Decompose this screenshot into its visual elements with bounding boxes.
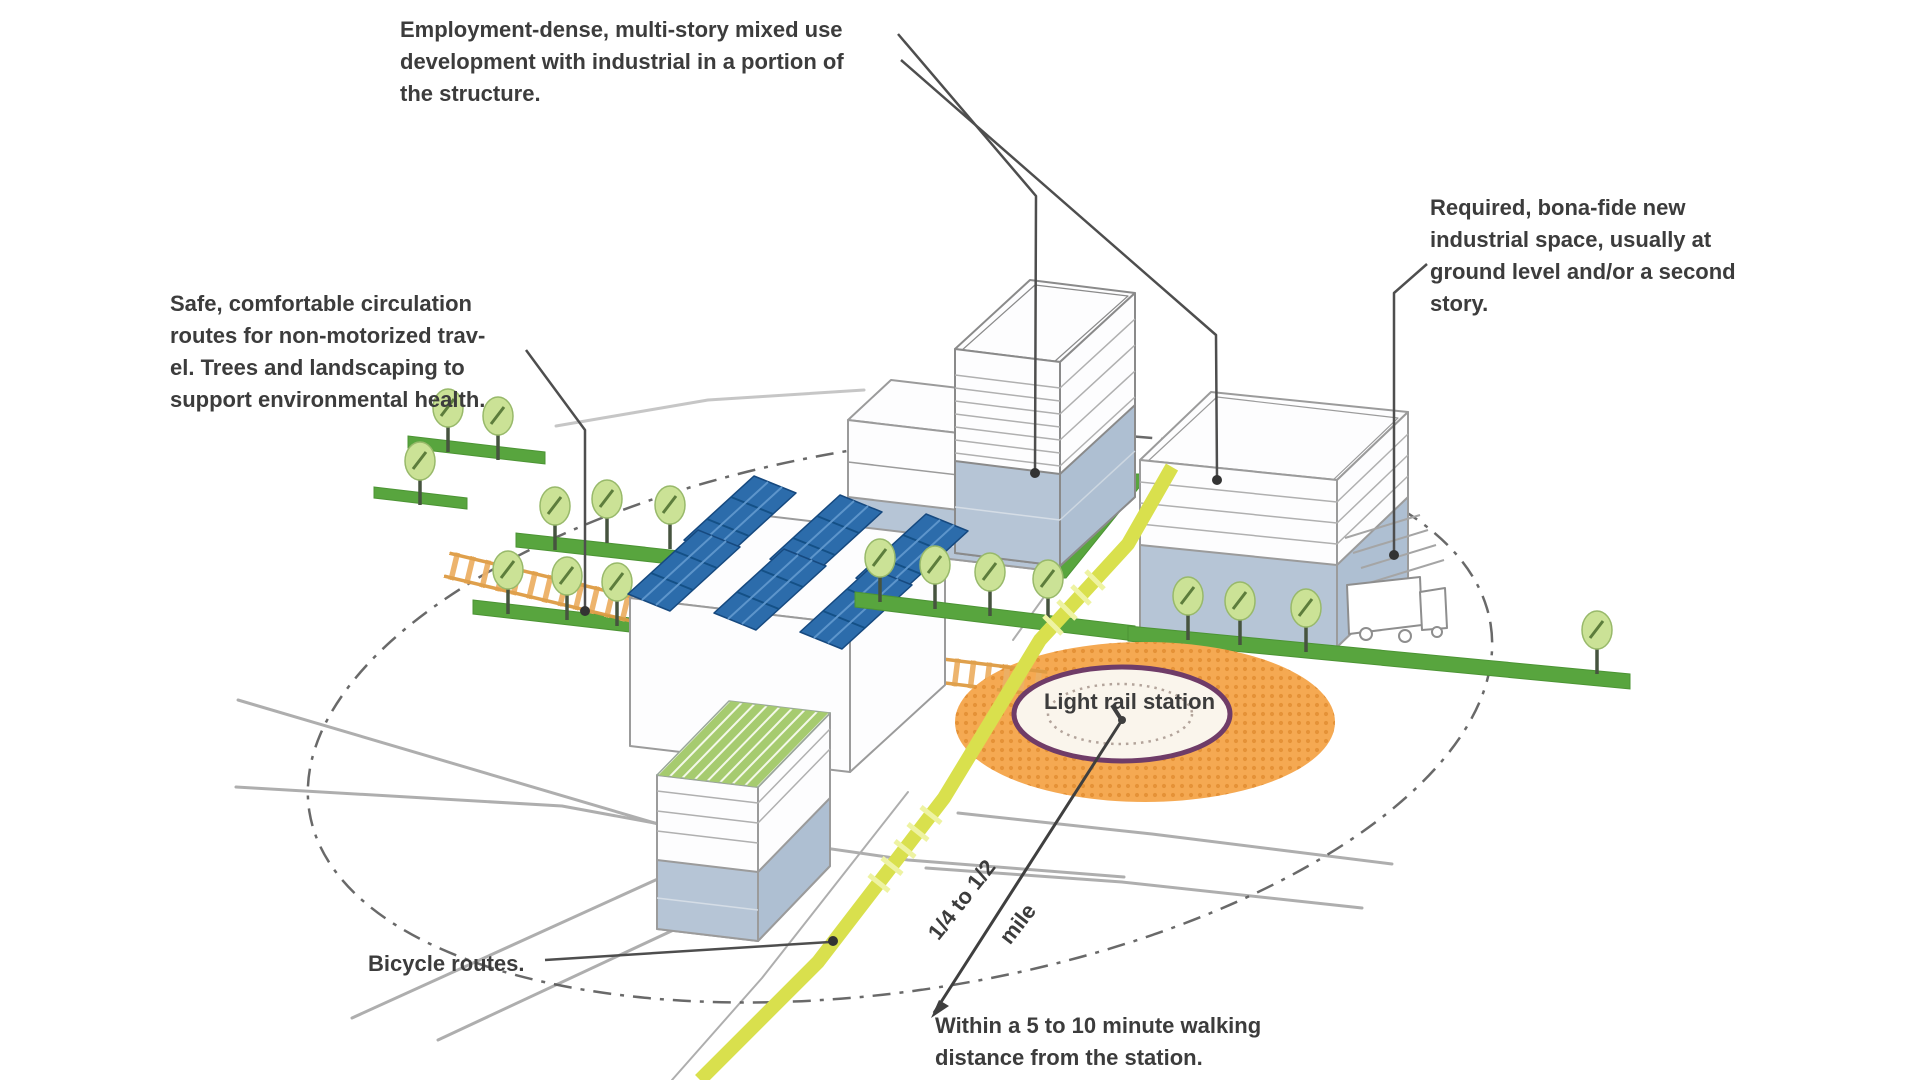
leader-lines bbox=[524, 33, 1428, 962]
annotation-mixed-use: Employment-dense, multi-story mixed use … bbox=[400, 14, 844, 110]
annotation-walking: Within a 5 to 10 minute walking distance… bbox=[935, 1010, 1261, 1074]
leader-industrial bbox=[1392, 263, 1428, 552]
leader-circulation bbox=[524, 349, 587, 608]
tree bbox=[1580, 609, 1614, 676]
annotation-industrial: Required, bona-fide new industrial space… bbox=[1430, 192, 1736, 320]
leader-mixed-use-1 bbox=[897, 33, 1038, 471]
station-inner-dotted bbox=[1046, 682, 1194, 746]
radius-measure-line bbox=[931, 703, 1126, 1018]
solar-panels bbox=[627, 475, 969, 650]
leader-mixed-use-2 bbox=[900, 59, 1219, 478]
annotation-line: ground level and/or a second bbox=[1430, 259, 1736, 284]
station-label: Light rail station bbox=[1032, 686, 1227, 718]
annotation-line: distance from the station. bbox=[935, 1045, 1203, 1070]
annotation-line: Safe, comfortable circulation bbox=[170, 291, 472, 316]
annotation-line: industrial space, usually at bbox=[1430, 227, 1712, 252]
annotation-circulation: Safe, comfortable circulation routes for… bbox=[170, 288, 485, 416]
tree bbox=[653, 484, 687, 551]
station-ring bbox=[1011, 664, 1233, 764]
annotation-line: Within a 5 to 10 minute walking bbox=[935, 1013, 1262, 1038]
leader-bicycle bbox=[544, 940, 831, 962]
annotation-line: support environmental health. bbox=[170, 387, 486, 412]
truck bbox=[1346, 576, 1448, 643]
annotation-line: el. Trees and landscaping to bbox=[170, 355, 465, 380]
annotation-line: development with industrial in a portion… bbox=[400, 49, 844, 74]
building-tower bbox=[954, 279, 1136, 567]
annotation-line: routes for non-motorized trav- bbox=[170, 323, 486, 348]
green-streets-right bbox=[854, 591, 1631, 690]
building-green-roof bbox=[656, 700, 831, 942]
tree bbox=[590, 478, 624, 545]
annotation-line: story. bbox=[1430, 291, 1489, 316]
annotation-line: Required, bona-fide new bbox=[1430, 195, 1686, 220]
bicycle-label-text: Bicycle routes. bbox=[368, 951, 525, 976]
tree bbox=[973, 551, 1007, 618]
station-label-text: Light rail station bbox=[1043, 689, 1216, 714]
station-area bbox=[955, 642, 1335, 802]
annotation-bicycle: Bicycle routes. bbox=[368, 948, 525, 980]
annotation-line: Employment-dense, multi-story mixed use bbox=[400, 17, 843, 42]
bike-path bbox=[695, 463, 1179, 1080]
annotation-line: the structure. bbox=[400, 81, 541, 106]
